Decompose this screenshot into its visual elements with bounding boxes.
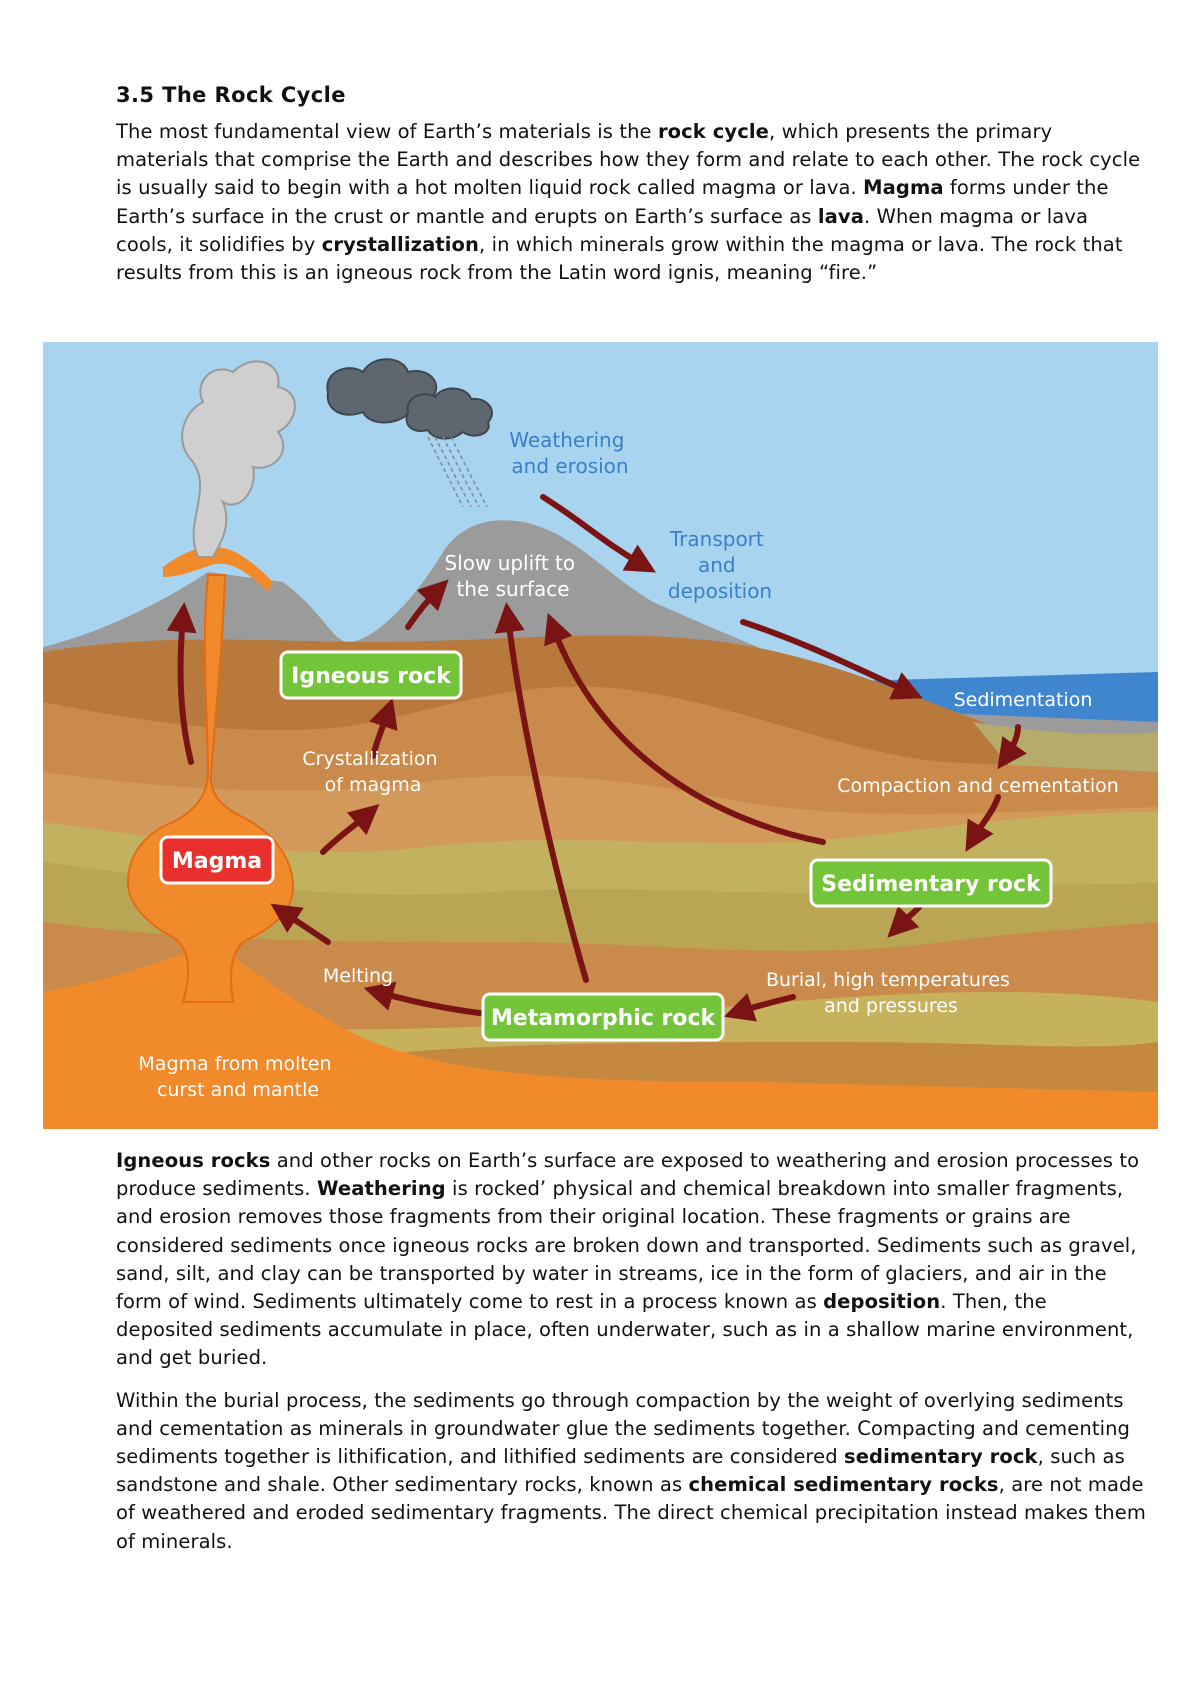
bold-term: sedimentary rock (843, 1445, 1038, 1469)
box-sedimentary: Sedimentary rock (809, 858, 1053, 908)
bold-term: Weathering (316, 1177, 446, 1201)
lava-flow (163, 547, 273, 592)
text-run: , such as sandstone and shale. Other sed… (116, 1445, 1125, 1497)
text-run: and other rocks on Earth’s surface are e… (116, 1149, 1140, 1201)
box-magma: Magma (159, 835, 275, 885)
box-igneous: Igneous rock (279, 650, 463, 700)
label-uplift: Slow uplift to the surface (444, 551, 581, 601)
bold-term: chemical sedimentary rocks (688, 1473, 999, 1497)
label-melting: Melting (323, 965, 393, 987)
intro-text: The most fundamental view of Earth’s mat… (116, 118, 1146, 301)
cloud-right (405, 387, 493, 440)
bold-term: Igneous rocks (116, 1149, 271, 1172)
volcano-smoke (181, 360, 296, 558)
svg-text:Metamorphic rock: Metamorphic rock (491, 1006, 717, 1031)
text-run: . When magma or lava cools, it solidifie… (116, 204, 1089, 256)
bold-term: lava (817, 204, 864, 228)
text-run: is rocked’ physical and chemical breakdo… (116, 1177, 1137, 1314)
label-weathering: Weathering and erosion (509, 428, 631, 478)
text-run: forms under the Earth’s surface in the c… (116, 176, 1109, 228)
paragraph-intro: The most fundamental view of Earth’s mat… (116, 118, 1146, 287)
magma-conduit (126, 574, 295, 1003)
bold-term: rock cycle (657, 120, 770, 143)
rock-cycle-diagram: Weathering and erosion Transport and dep… (43, 342, 1158, 1129)
label-crystallization: Crystallization of magma (302, 748, 443, 796)
label-molten: Magma from molten curst and mantle (138, 1053, 337, 1101)
bold-term: Magma (863, 176, 944, 200)
svg-text:Igneous rock: Igneous rock (291, 664, 452, 689)
text-run: Within the burial process, the sediments… (116, 1388, 1131, 1469)
svg-text:Magma: Magma (172, 849, 262, 874)
label-burial: Burial, high temperatures and pressures (766, 969, 1016, 1017)
paragraph-burial: Within the burial process, the sediments… (116, 1387, 1146, 1556)
label-sedimentation: Sedimentation (954, 689, 1093, 711)
text-run: , in which minerals grow within the magm… (116, 232, 1123, 285)
text-run: , which presents the primary materials t… (116, 120, 1141, 200)
magma-base (43, 942, 1158, 1129)
label-compaction: Compaction and cementation (837, 775, 1119, 797)
text-run: , are not made of weathered and eroded s… (116, 1473, 1146, 1553)
box-metamorphic: Metamorphic rock (481, 992, 725, 1042)
text-run: The most fundamental view of Earth’s mat… (116, 120, 658, 143)
bold-term: deposition (823, 1290, 941, 1314)
section-heading: 3.5 The Rock Cycle (116, 83, 346, 107)
body-text: Igneous rocks and other rocks on Earth’s… (116, 1147, 1146, 1570)
label-transport: Transport and deposition (668, 527, 772, 603)
paragraph-igneous: Igneous rocks and other rocks on Earth’s… (116, 1147, 1146, 1373)
svg-text:Sedimentary rock: Sedimentary rock (821, 872, 1042, 897)
bold-term: crystallization (321, 232, 480, 256)
text-run: . Then, the deposited sediments accumula… (116, 1290, 1134, 1370)
